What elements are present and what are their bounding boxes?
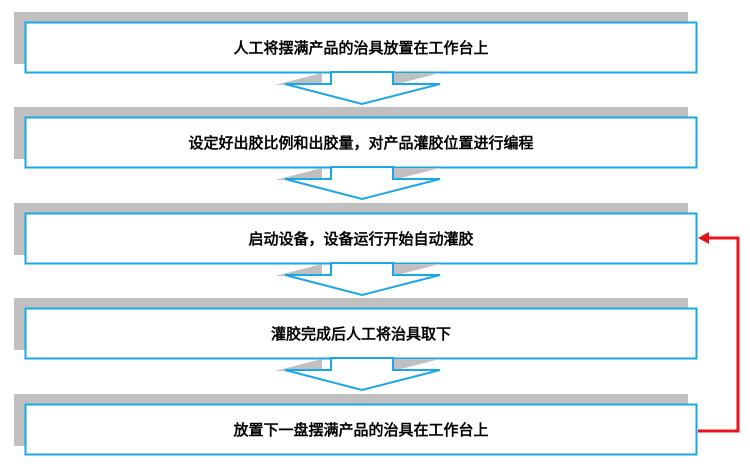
arrow-shadow xyxy=(275,359,322,371)
down-arrow-icon xyxy=(284,357,441,392)
down-arrow-icon xyxy=(284,262,441,297)
arrow-shadow xyxy=(393,264,440,276)
arrow-shadow xyxy=(275,73,322,85)
step-2: 设定好出胶比例和出胶量，对产品灌胶位置进行编程 xyxy=(188,134,534,152)
arrow-shadow xyxy=(393,168,440,180)
step-box xyxy=(24,21,698,74)
step-box xyxy=(24,403,698,456)
loop-back-arrow xyxy=(698,236,740,433)
step-box xyxy=(24,212,698,265)
down-arrow-icon xyxy=(284,166,441,201)
arrowhead-icon xyxy=(698,232,709,244)
step-box xyxy=(24,307,698,360)
arrow-shadow xyxy=(275,264,322,276)
down-arrow-icon xyxy=(284,71,441,106)
arrow-shadow xyxy=(393,359,440,371)
step-1: 人工将摆满产品的治具放置在工作台上 xyxy=(233,39,489,57)
step-3: 启动设备，设备运行开始自动灌胶 xyxy=(248,230,474,248)
step-4: 灌胶完成后人工将治具取下 xyxy=(270,325,451,343)
step-5: 放置下一盘摆满产品的治具在工作台上 xyxy=(233,421,489,439)
arrow-shadow xyxy=(275,168,322,180)
arrow-shadow xyxy=(393,73,440,85)
step-box xyxy=(24,116,698,169)
